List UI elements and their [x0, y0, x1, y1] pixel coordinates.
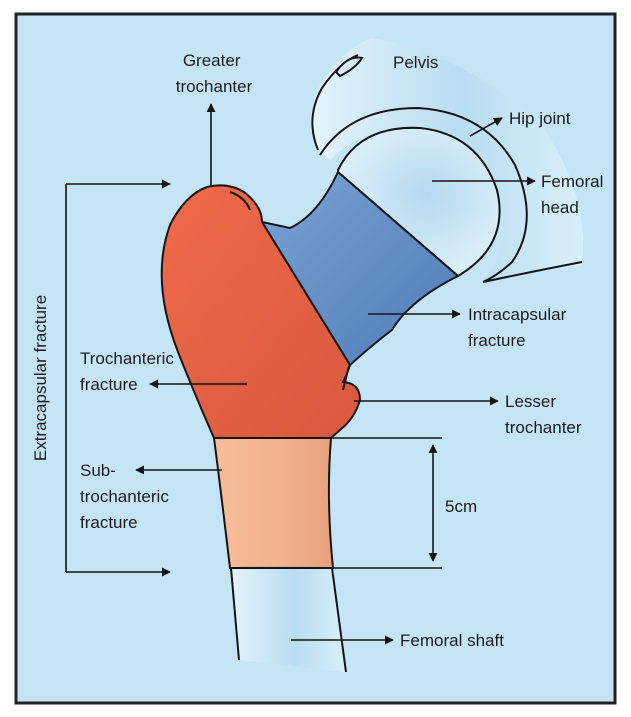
pelvis-notch — [334, 56, 364, 78]
intracapsular-fracture-label: Intracapsular fracture — [468, 305, 571, 350]
greater-trochanter-label: Greater trochanter — [176, 51, 253, 96]
femoral-shaft-outline-left — [230, 567, 240, 661]
trochanteric-zone — [160, 184, 362, 439]
trochanteric-fracture-label: Trochanteric fracture — [80, 349, 179, 394]
acetabulum-outline — [319, 106, 528, 283]
hip-joint-label: Hip joint — [509, 109, 571, 128]
subtrochanteric-fracture-label: Sub- trochanteric fracture — [80, 461, 174, 532]
pelvis-shape — [311, 38, 584, 280]
lesser-trochanter-label: Lesser trochanter — [505, 392, 582, 437]
femoral-head-shape — [337, 126, 501, 278]
extracapsular-fracture-label: Extracapsular fracture — [31, 295, 50, 461]
femoral-shaft-shape — [231, 568, 346, 672]
acetabulum-rim — [482, 261, 583, 283]
pelvis-label: Pelvis — [393, 53, 438, 72]
greater-trochanter-tip — [229, 191, 251, 211]
distance-label: 5cm — [445, 497, 477, 516]
subtrochanteric-zone — [212, 437, 335, 569]
femoral-shaft-outline-right — [331, 567, 347, 673]
intracapsular-zone — [259, 170, 460, 367]
lesser-trochanter-edge — [342, 365, 350, 391]
femoral-shaft-label: Femoral shaft — [400, 631, 504, 650]
femoral-head-label: Femoral head — [541, 172, 608, 217]
hip-joint-arrow — [469, 117, 503, 137]
